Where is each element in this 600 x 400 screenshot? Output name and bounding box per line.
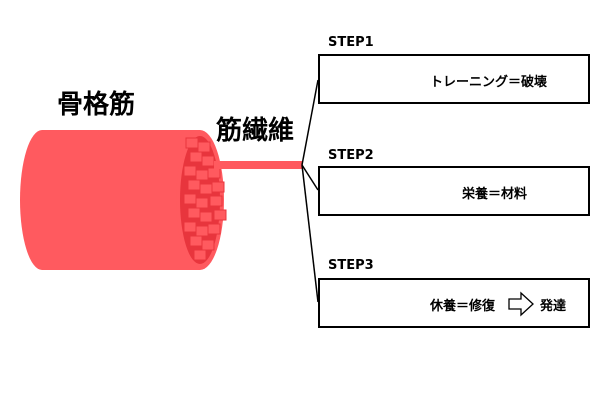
step2-box: 栄養＝材料 [318, 166, 590, 216]
right-arrow-icon [508, 291, 534, 317]
skeletal-muscle-label: 骨格筋 [57, 90, 136, 120]
step3-label: STEP3 [328, 258, 374, 273]
step1-label: STEP1 [328, 35, 374, 50]
step1-box: トレーニング＝破壊 [318, 54, 590, 104]
muscle-fiber [214, 161, 302, 169]
step3-text-after: 発達 [540, 299, 567, 314]
connector-lines [301, 79, 319, 303]
step2-label: STEP2 [328, 148, 374, 163]
muscle-fiber-label: 筋繊維 [216, 116, 295, 146]
fiber-bundle [183, 137, 227, 261]
step3-box: 休養＝修復 発達 [318, 278, 590, 328]
step3-text-before: 休養＝修復 [430, 299, 496, 314]
step2-text: 栄養＝材料 [462, 187, 528, 202]
step1-text: トレーニング＝破壊 [430, 75, 548, 90]
